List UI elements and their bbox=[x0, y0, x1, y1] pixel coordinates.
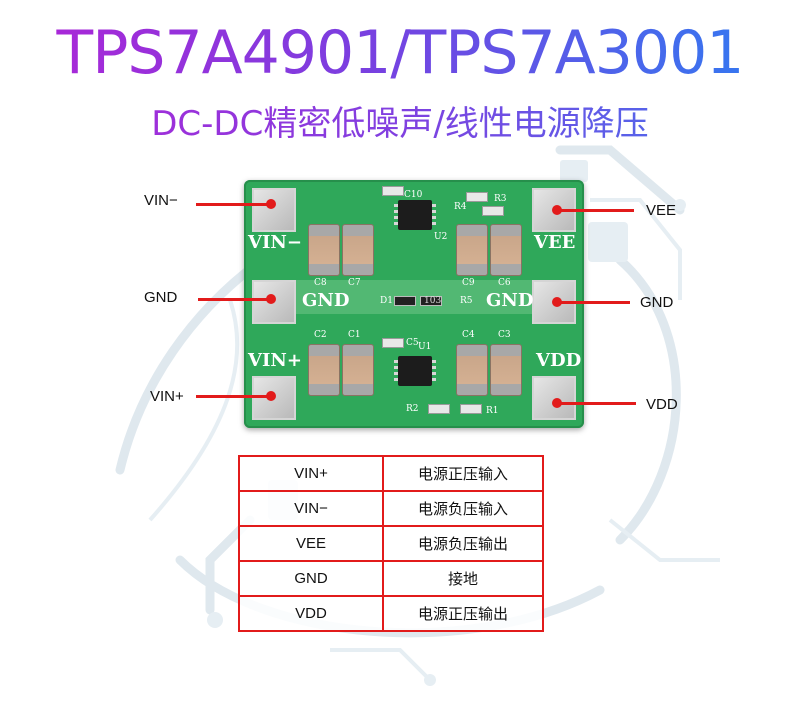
pointer-vee bbox=[556, 209, 634, 212]
ref-c2: C2 bbox=[314, 330, 327, 340]
ic-u1 bbox=[394, 356, 436, 386]
ref-r1: R1 bbox=[486, 406, 499, 416]
silk-gnd-left: GND bbox=[302, 290, 350, 311]
pin-desc-cell: 接地 bbox=[382, 560, 544, 597]
pin-table: VIN+ 电源正压输入 VIN− 电源负压输入 VEE 电源负压输出 GND 接… bbox=[238, 455, 544, 632]
capacitor-c1 bbox=[342, 344, 374, 396]
smd-resistor-103 bbox=[420, 296, 442, 306]
pin-desc-cell: 电源负压输出 bbox=[382, 525, 544, 562]
ref-c1: C1 bbox=[348, 330, 361, 340]
ref-c9: C9 bbox=[462, 278, 475, 288]
table-row: VDD 电源正压输出 bbox=[238, 595, 544, 632]
silk-vdd: VDD bbox=[536, 350, 582, 371]
pointer-vdd bbox=[556, 402, 636, 405]
smd-r1 bbox=[460, 404, 482, 414]
label-gnd-left: GND bbox=[144, 289, 178, 306]
smd-r2 bbox=[428, 404, 450, 414]
ref-r4: R4 bbox=[454, 202, 467, 212]
capacitor-c4 bbox=[456, 344, 488, 396]
ref-c6: C6 bbox=[498, 278, 511, 288]
ref-103: 103 bbox=[424, 296, 442, 306]
ref-d1: D1 bbox=[380, 296, 393, 306]
pointer-vin-plus bbox=[196, 395, 272, 398]
page-title: TPS7A4901/TPS7A3001 bbox=[0, 18, 800, 88]
capacitor-c7 bbox=[342, 224, 374, 276]
table-row: VIN+ 电源正压输入 bbox=[238, 455, 544, 492]
pin-name-cell: VDD bbox=[238, 595, 384, 632]
silk-vin-minus: VIN− bbox=[248, 232, 302, 253]
capacitor-c3 bbox=[490, 344, 522, 396]
pcb-board: VIN− VEE GND GND VIN+ VDD C10 R4 R3 U2 C… bbox=[244, 180, 584, 428]
pointer-dot-gnd-left bbox=[266, 294, 276, 304]
smd-r3 bbox=[482, 206, 504, 216]
table-row: GND 接地 bbox=[238, 560, 544, 597]
capacitor-c6 bbox=[490, 224, 522, 276]
ref-c7: C7 bbox=[348, 278, 361, 288]
pointer-gnd-left bbox=[198, 298, 270, 301]
smd-c5 bbox=[382, 338, 404, 348]
capacitor-c8 bbox=[308, 224, 340, 276]
ref-u2: U2 bbox=[434, 232, 448, 242]
pointer-dot-gnd-right bbox=[552, 297, 562, 307]
pin-name-cell: VEE bbox=[238, 525, 384, 562]
page-subtitle: DC-DC精密低噪声/线性电源降压 bbox=[0, 96, 800, 145]
pad-vin-minus bbox=[252, 188, 296, 232]
pin-desc-cell: 电源负压输入 bbox=[382, 490, 544, 527]
label-vin-plus: VIN+ bbox=[150, 388, 184, 405]
ref-r2: R2 bbox=[406, 404, 419, 414]
pin-name-cell: GND bbox=[238, 560, 384, 597]
ref-u1: U1 bbox=[418, 342, 432, 352]
pin-name-cell: VIN− bbox=[238, 490, 384, 527]
label-vdd: VDD bbox=[646, 396, 678, 413]
pad-gnd-left bbox=[252, 280, 296, 324]
smd-c10 bbox=[382, 186, 404, 196]
label-vee: VEE bbox=[646, 202, 677, 219]
smd-r4 bbox=[466, 192, 488, 202]
pointer-dot-vin-plus bbox=[266, 391, 276, 401]
ref-c3: C3 bbox=[498, 330, 511, 340]
table-row: VIN− 电源负压输入 bbox=[238, 490, 544, 527]
pointer-dot-vee bbox=[552, 205, 562, 215]
ref-c10: C10 bbox=[404, 190, 423, 200]
capacitor-c2 bbox=[308, 344, 340, 396]
pointer-gnd-right bbox=[556, 301, 630, 304]
ref-r3: R3 bbox=[494, 194, 507, 204]
label-vin-minus: VIN− bbox=[144, 192, 178, 209]
pin-name-cell: VIN+ bbox=[238, 455, 384, 492]
ref-r5: R5 bbox=[460, 296, 473, 306]
pointer-vin-minus bbox=[196, 203, 272, 206]
ref-c5: C5 bbox=[406, 338, 419, 348]
ref-c4: C4 bbox=[462, 330, 475, 340]
table-row: VEE 电源负压输出 bbox=[238, 525, 544, 562]
pin-desc-cell: 电源正压输入 bbox=[382, 455, 544, 492]
capacitor-c9 bbox=[456, 224, 488, 276]
smd-d1 bbox=[394, 296, 416, 306]
silk-gnd-right: GND bbox=[486, 290, 534, 311]
silk-vee: VEE bbox=[534, 232, 576, 253]
pointer-dot-vin-minus bbox=[266, 199, 276, 209]
ref-c8: C8 bbox=[314, 278, 327, 288]
pin-desc-cell: 电源正压输出 bbox=[382, 595, 544, 632]
silk-vin-plus: VIN+ bbox=[248, 350, 302, 371]
ic-u2 bbox=[394, 200, 436, 230]
pointer-dot-vdd bbox=[552, 398, 562, 408]
label-gnd-right: GND bbox=[640, 294, 674, 311]
